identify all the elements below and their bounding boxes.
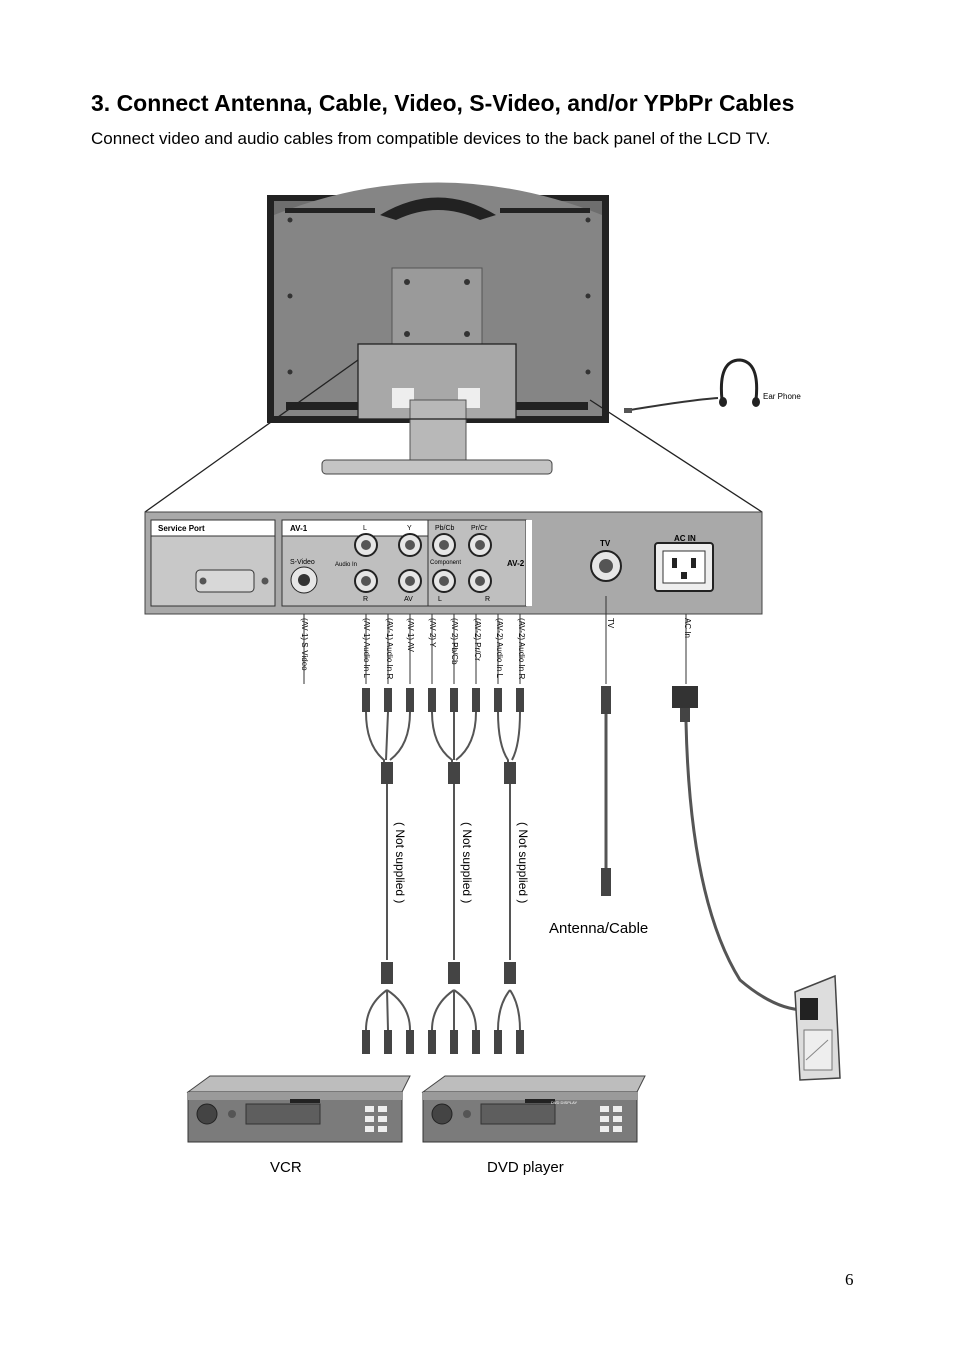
l-label: L <box>363 525 367 532</box>
pr-cr-label: Pr/Cr <box>471 525 488 532</box>
cable-label-ac-in: AC In <box>683 618 692 638</box>
r2-label: R <box>485 596 490 603</box>
av2-label: AV-2 <box>507 559 525 568</box>
audio-in-label: Audio In <box>335 562 357 568</box>
av1-label: AV-1 <box>290 524 308 533</box>
y-label: Y <box>407 525 412 532</box>
dvd-display-label: DVD DISPLAY <box>551 1100 577 1105</box>
cable-label-av2-audio-r: (AV-2) Audio In R <box>517 618 526 679</box>
not-supplied-label-3: ( Not supplied ) <box>516 822 530 903</box>
dvd-player-label: DVD player <box>487 1159 564 1176</box>
tv-label: TV <box>600 539 611 548</box>
zoom-lines <box>144 343 763 513</box>
page-number: 6 <box>845 1270 854 1289</box>
l2-label: L <box>438 596 442 603</box>
dvd-player-device <box>421 1075 646 1143</box>
ear-phone-icon <box>624 358 760 413</box>
cable-label-av1-audio-r: (AV-1) Audio In R <box>385 618 394 679</box>
av-label: AV <box>404 596 413 603</box>
cable-label-av2-audio-l: (AV-2) Audio In L <box>495 618 504 678</box>
cable-label-tv: TV <box>606 618 615 629</box>
antenna-cable <box>601 686 611 896</box>
vcr-label: VCR <box>270 1159 302 1176</box>
lead-lines <box>303 596 687 684</box>
rca-plugs <box>362 688 524 1054</box>
power-cord <box>672 686 841 1081</box>
r-label: R <box>363 596 368 603</box>
s-video-label: S-Video <box>290 559 315 566</box>
cable-label-av2-pr: (AV-2) Pr/Cr <box>473 618 482 661</box>
service-port-label: Service Port <box>158 524 205 533</box>
pb-cb-label: Pb/Cb <box>435 525 455 532</box>
tv-back <box>267 182 609 475</box>
not-supplied-label-1: ( Not supplied ) <box>393 822 407 903</box>
rca-cables <box>365 711 521 1031</box>
ac-in-label: AC IN <box>674 534 696 543</box>
not-supplied-label-2: ( Not supplied ) <box>460 822 474 903</box>
page-heading: 3. Connect Antenna, Cable, Video, S-Vide… <box>91 90 795 116</box>
component-label: Component <box>430 560 461 566</box>
vcr-device <box>186 1075 411 1143</box>
cable-labels: (AV-1) S-Video (AV-1) Audio In L (AV-1) … <box>300 618 692 679</box>
connector-panel <box>144 511 763 615</box>
ear-phone-label: Ear Phone <box>763 392 801 401</box>
antenna-cable-label: Antenna/Cable <box>549 920 648 937</box>
intro-text: Connect video and audio cables from comp… <box>91 129 771 148</box>
